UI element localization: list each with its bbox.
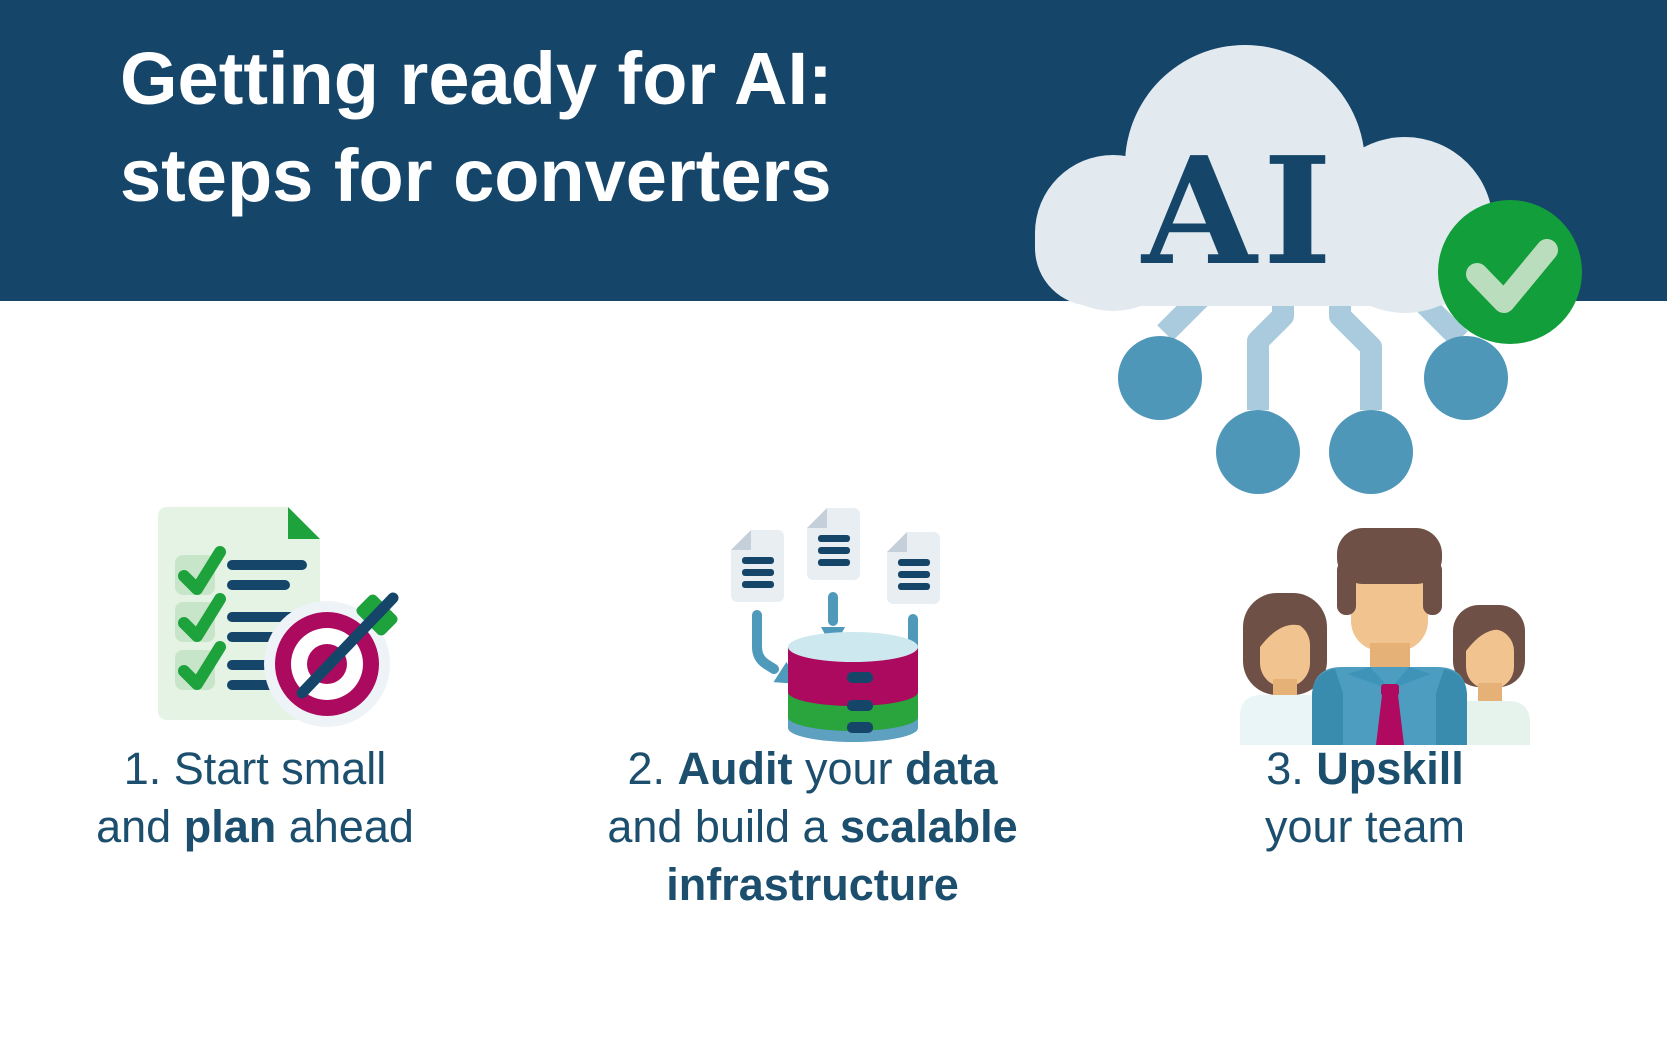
documents-into-database-icon (731, 508, 940, 742)
target-icon (264, 592, 399, 727)
title-line-2: steps for converters (120, 134, 832, 217)
page-title: Getting ready for AI: steps for converte… (120, 30, 833, 224)
document-icons (731, 508, 940, 604)
ai-label: AI (1140, 124, 1338, 298)
arrow-icon (296, 592, 399, 699)
team-people-icon (1240, 528, 1530, 745)
person-man-icon (1312, 528, 1467, 745)
checklist-and-target-icon (158, 507, 399, 727)
ai-cloud-illustration: AI (1035, 45, 1582, 494)
person-right-icon (1448, 605, 1530, 745)
tie-icon (1376, 684, 1404, 745)
check-badge-icon (1438, 200, 1582, 344)
person-woman-icon (1240, 593, 1330, 745)
circuit-nodes-icon (1118, 336, 1508, 494)
title-line-1: Getting ready for AI: (120, 37, 833, 120)
database-icon (788, 632, 918, 742)
cloud-icon (1035, 45, 1493, 313)
